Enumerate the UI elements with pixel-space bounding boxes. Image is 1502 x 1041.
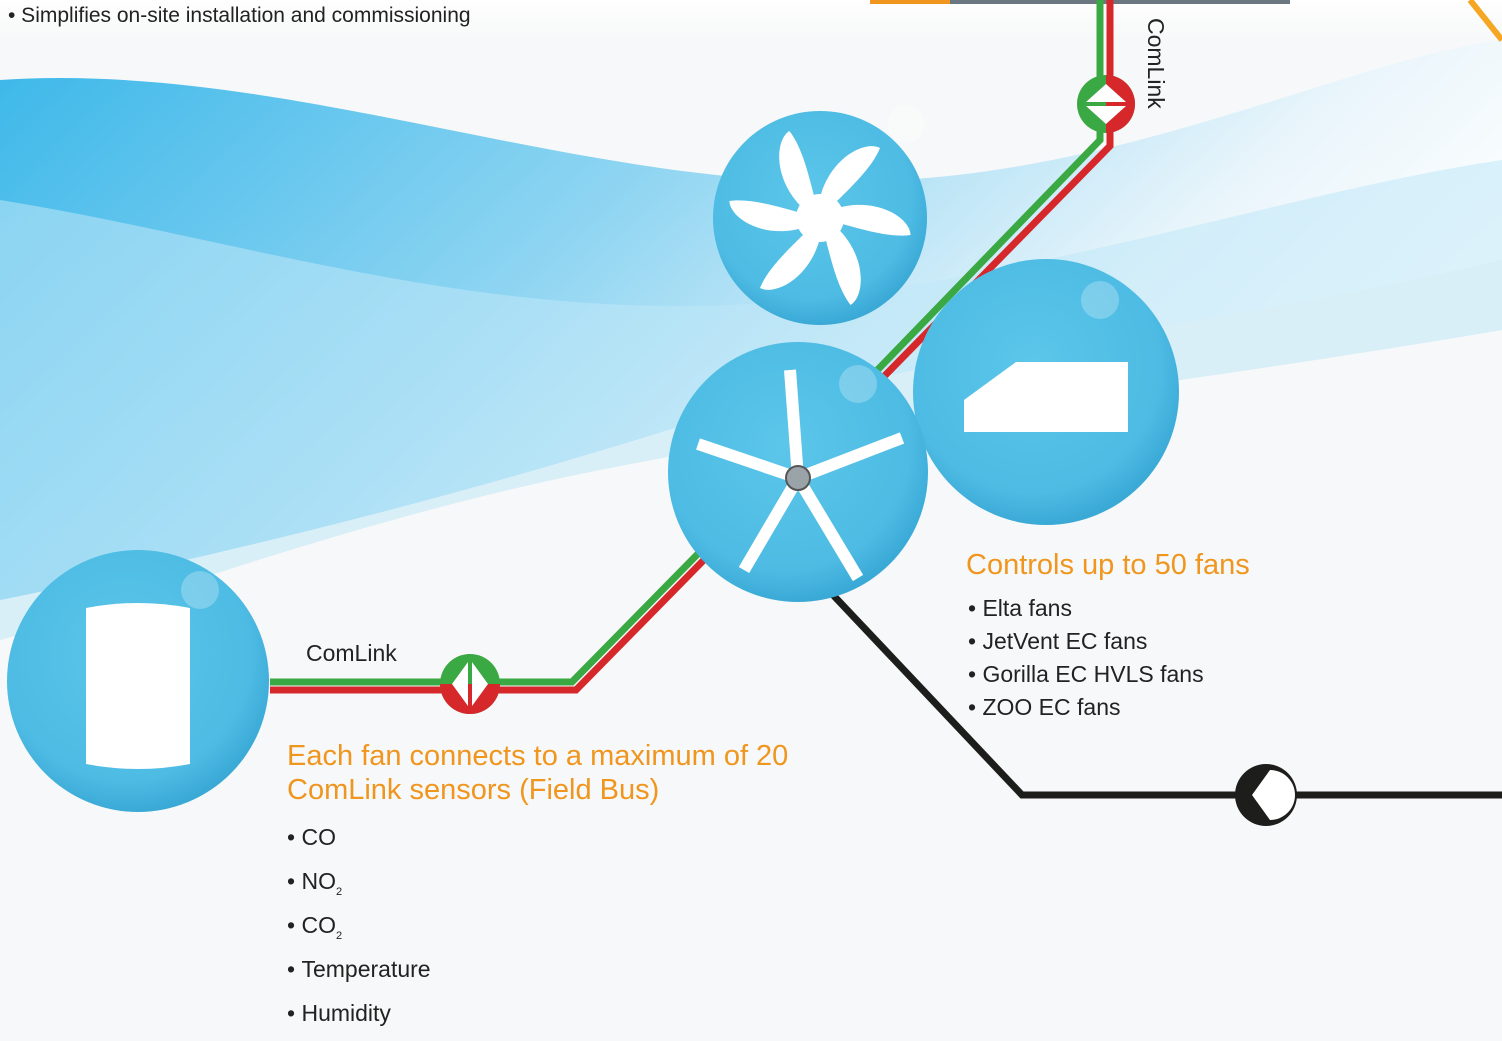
sensor-bubble	[7, 550, 269, 812]
fans-list: Elta fans JetVent EC fans Gorilla EC HVL…	[968, 592, 1204, 724]
list-item: NO2	[287, 865, 431, 909]
fans-heading: Controls up to 50 fans	[966, 549, 1250, 581]
list-item: Elta fans	[968, 592, 1204, 625]
sensors-heading: Each fan connects to a maximum of 20 Com…	[287, 740, 789, 806]
intro-bullet: • Simplifies on-site installation and co…	[8, 4, 471, 27]
duct-fan-icon	[964, 362, 1128, 432]
comlink-connector-icon	[1077, 75, 1135, 133]
list-item: JetVent EC fans	[968, 625, 1204, 658]
list-item: Temperature	[287, 953, 430, 997]
bus-connector-icon	[1235, 764, 1297, 826]
comlink-label-vertical: ComLink	[1143, 18, 1169, 109]
sensor-icon	[86, 603, 190, 769]
hvls-fan-icon	[696, 369, 905, 582]
hvls-fan-bubble	[668, 342, 928, 602]
network-diagram	[7, 0, 1502, 826]
field-bus-line	[797, 557, 1502, 799]
comlink-label-horizontal: ComLink	[306, 640, 397, 666]
jetvent-fan-bubble	[913, 259, 1179, 525]
list-item: CO2	[287, 909, 431, 953]
list-item: CO	[287, 821, 431, 865]
fan-blade-icon	[729, 131, 911, 305]
elta-fan-bubble	[713, 105, 927, 325]
list-item: Gorilla EC HVLS fans	[968, 658, 1203, 691]
list-item: Humidity	[287, 997, 431, 1041]
list-item: ZOO EC fans	[968, 691, 1204, 724]
comlink-connector-icon	[440, 654, 500, 714]
sensors-list: CO NO2 CO2 Temperature Humidity	[287, 821, 431, 1041]
